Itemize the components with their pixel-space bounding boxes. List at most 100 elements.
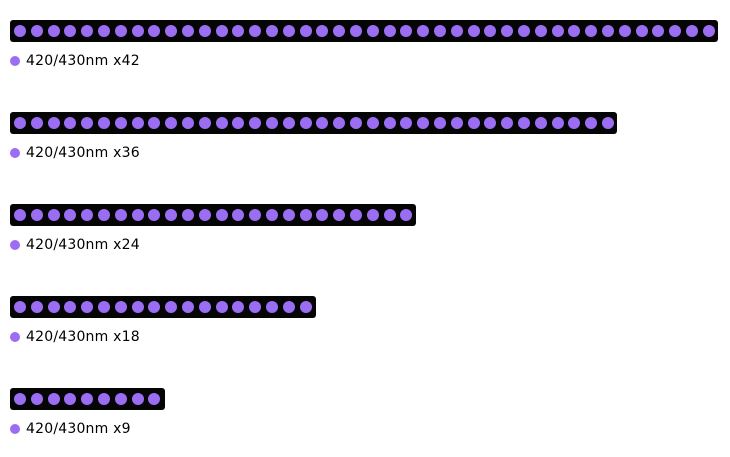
led-dot — [266, 209, 278, 221]
led-dot — [467, 117, 480, 129]
led-dot — [316, 25, 329, 37]
led-dot — [14, 25, 26, 37]
led-dot — [551, 117, 564, 129]
led-dot — [14, 209, 26, 221]
led-dot — [30, 209, 43, 221]
led-strip-bar — [10, 112, 617, 134]
led-color-dot-icon — [10, 332, 20, 342]
led-dot — [249, 117, 262, 129]
led-dot — [501, 117, 514, 129]
led-dot — [182, 25, 194, 37]
led-dot — [47, 209, 60, 221]
led-strip-bar — [10, 204, 416, 226]
led-dot — [585, 117, 598, 129]
strip-legend: 420/430nm x42 — [10, 53, 140, 69]
led-dot — [148, 393, 161, 405]
led-dot — [299, 117, 312, 129]
led-color-dot-icon — [10, 424, 20, 434]
led-dot — [501, 25, 514, 37]
led-dot — [299, 301, 312, 313]
led-dot — [518, 25, 530, 37]
led-dot — [568, 25, 581, 37]
led-dot — [383, 117, 396, 129]
led-dot — [182, 209, 194, 221]
led-dot — [434, 117, 446, 129]
led-dot — [14, 117, 26, 129]
led-dot — [114, 209, 127, 221]
led-dot — [215, 117, 228, 129]
led-dot — [350, 209, 362, 221]
led-dot — [198, 209, 211, 221]
led-dot — [81, 117, 94, 129]
led-dot — [81, 25, 94, 37]
led-dot — [64, 25, 77, 37]
led-dot — [198, 301, 211, 313]
led-dot — [131, 393, 144, 405]
led-dot — [518, 117, 530, 129]
led-dot — [232, 301, 245, 313]
led-dot — [131, 117, 144, 129]
led-strip-bar — [10, 388, 165, 410]
led-dot — [333, 117, 346, 129]
led-dot — [400, 209, 413, 221]
led-dot — [114, 25, 127, 37]
led-dot — [64, 301, 77, 313]
led-dot — [669, 25, 682, 37]
led-dot — [333, 209, 346, 221]
led-dot — [551, 25, 564, 37]
led-dot — [602, 117, 614, 129]
led-dot — [686, 25, 698, 37]
led-dot — [585, 25, 598, 37]
led-dot — [98, 301, 110, 313]
led-dot — [47, 25, 60, 37]
led-dot — [266, 25, 278, 37]
led-dot — [148, 301, 161, 313]
led-dot — [182, 301, 194, 313]
led-dot — [81, 393, 94, 405]
led-dot — [434, 25, 446, 37]
led-dot — [148, 25, 161, 37]
strip-label: 420/430nm x18 — [26, 329, 140, 345]
led-dot — [316, 117, 329, 129]
led-dot — [400, 117, 413, 129]
led-dot — [47, 301, 60, 313]
led-dot — [165, 301, 178, 313]
strip-legend: 420/430nm x9 — [10, 421, 131, 437]
led-dot — [98, 393, 110, 405]
led-dot — [47, 393, 60, 405]
led-dot — [467, 25, 480, 37]
led-dot — [249, 25, 262, 37]
strip-label: 420/430nm x24 — [26, 237, 140, 253]
led-dot — [299, 209, 312, 221]
led-dot — [350, 117, 362, 129]
led-dot — [484, 117, 497, 129]
led-dot — [282, 301, 295, 313]
led-dot — [249, 301, 262, 313]
led-dot — [282, 209, 295, 221]
led-dot — [652, 25, 665, 37]
led-dot — [131, 25, 144, 37]
strip-group-2: 420/430nm x36 — [10, 112, 617, 161]
led-dot — [484, 25, 497, 37]
led-dot — [98, 25, 110, 37]
led-dot — [282, 117, 295, 129]
led-dot — [30, 117, 43, 129]
strip-group-1: 420/430nm x42 — [10, 20, 718, 69]
led-strip-bar — [10, 20, 718, 42]
strip-group-4: 420/430nm x18 — [10, 296, 316, 345]
led-dot — [114, 393, 127, 405]
led-dot — [266, 301, 278, 313]
led-dot — [282, 25, 295, 37]
led-dot — [114, 117, 127, 129]
led-dot — [98, 209, 110, 221]
led-color-dot-icon — [10, 148, 20, 158]
led-dot — [64, 117, 77, 129]
led-dot — [266, 117, 278, 129]
led-dot — [249, 209, 262, 221]
led-dot — [417, 25, 430, 37]
led-dot — [316, 209, 329, 221]
led-dot — [400, 25, 413, 37]
led-dot — [635, 25, 648, 37]
strip-label: 420/430nm x9 — [26, 421, 131, 437]
led-dot — [383, 209, 396, 221]
